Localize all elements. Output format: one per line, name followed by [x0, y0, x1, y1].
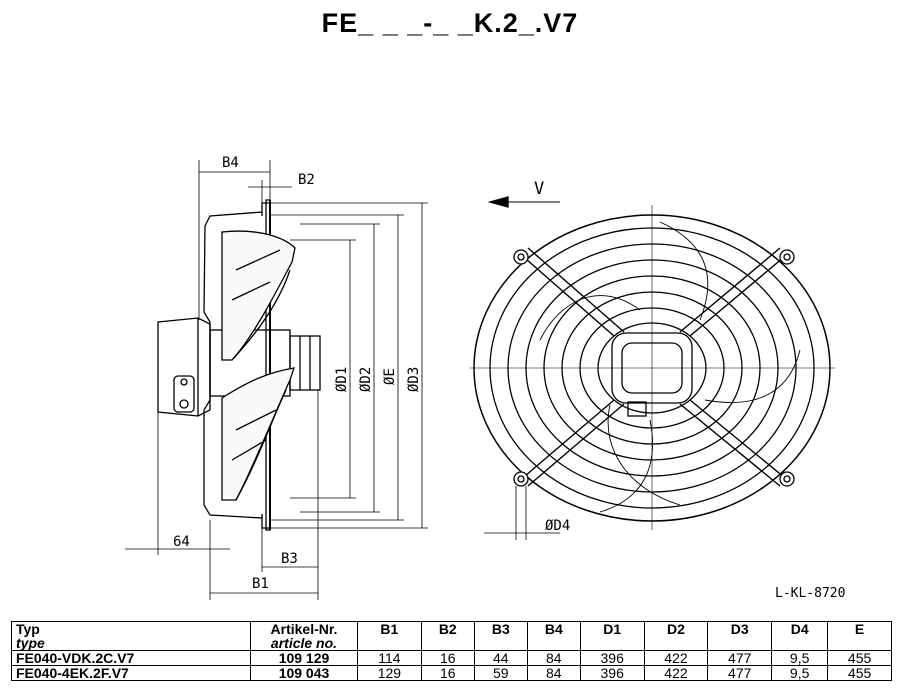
header-article: Artikel-Nr.: [250, 621, 358, 636]
cell-d2: 422: [643, 650, 709, 666]
cell-d2: 422: [643, 665, 709, 681]
b3-label: B3: [281, 551, 298, 567]
cell-b2: 16: [420, 650, 475, 666]
fan-front-view: V ØD4: [470, 179, 835, 540]
b1-label: B1: [252, 576, 269, 592]
drawing-code: L-KL-8720: [775, 586, 846, 601]
cell-e: 455: [827, 665, 892, 681]
d4-label: ØD4: [545, 518, 570, 534]
header-type-en: type: [11, 636, 251, 651]
header-b1: B1: [357, 621, 422, 636]
header-article-en: article no.: [250, 636, 358, 651]
cell-b3: 44: [473, 650, 528, 666]
cell-d1: 396: [579, 650, 645, 666]
fan-side-view: B4 B2 ØD1 ØD2 ØE ØD3 64 B3 B1: [125, 155, 428, 600]
cell-d3: 477: [707, 665, 773, 681]
header-d3: D3: [707, 621, 773, 636]
b4-label: B4: [222, 155, 239, 171]
table-row: FE040-4EK.2F.V7 109 043 129 16 59 84 396…: [11, 665, 892, 681]
page-title: FE_ _ _-_ _K.2_.V7: [321, 8, 579, 38]
cell-b4: 84: [526, 650, 581, 666]
cell-b2: 16: [420, 665, 475, 681]
row-type: FE040-4EK.2F.V7: [11, 665, 251, 681]
cell-b1: 114: [357, 650, 422, 666]
table-header-row-en: type article no.: [11, 636, 892, 651]
row-article: 109 043: [250, 665, 358, 681]
cell-e: 455: [827, 650, 892, 666]
cell-d4: 9,5: [771, 650, 829, 666]
header-d2: D2: [643, 621, 709, 636]
cell-b4: 84: [526, 665, 581, 681]
cell-d3: 477: [707, 650, 773, 666]
header-b4: B4: [526, 621, 581, 636]
cell-b1: 129: [357, 665, 422, 681]
e-label: ØE: [382, 368, 398, 385]
header-d1: D1: [579, 621, 645, 636]
row-type: FE040-VDK.2C.V7: [11, 650, 251, 666]
v-label: V: [534, 179, 544, 199]
header-e: E: [827, 621, 892, 636]
header-d4: D4: [771, 621, 829, 636]
d2-label: ØD2: [358, 367, 374, 392]
header-b3: B3: [473, 621, 528, 636]
cell-d4: 9,5: [771, 665, 829, 681]
spec-table: Typ Artikel-Nr. B1 B2 B3 B4 D1 D2 D3 D4 …: [11, 621, 892, 681]
cell-b3: 59: [473, 665, 528, 681]
technical-drawing: B4 B2 ØD1 ØD2 ØE ØD3 64 B3 B1: [125, 155, 835, 600]
dim64-label: 64: [173, 534, 190, 550]
row-article: 109 129: [250, 650, 358, 666]
d1-label: ØD1: [334, 367, 350, 392]
cell-d1: 396: [579, 665, 645, 681]
b2-label: B2: [298, 172, 315, 188]
header-type: Typ: [11, 621, 251, 636]
table-header-row: Typ Artikel-Nr. B1 B2 B3 B4 D1 D2 D3 D4 …: [11, 621, 892, 636]
header-b2: B2: [420, 621, 475, 636]
table-row: FE040-VDK.2C.V7 109 129 114 16 44 84 396…: [11, 650, 892, 666]
d3-label: ØD3: [406, 367, 422, 392]
